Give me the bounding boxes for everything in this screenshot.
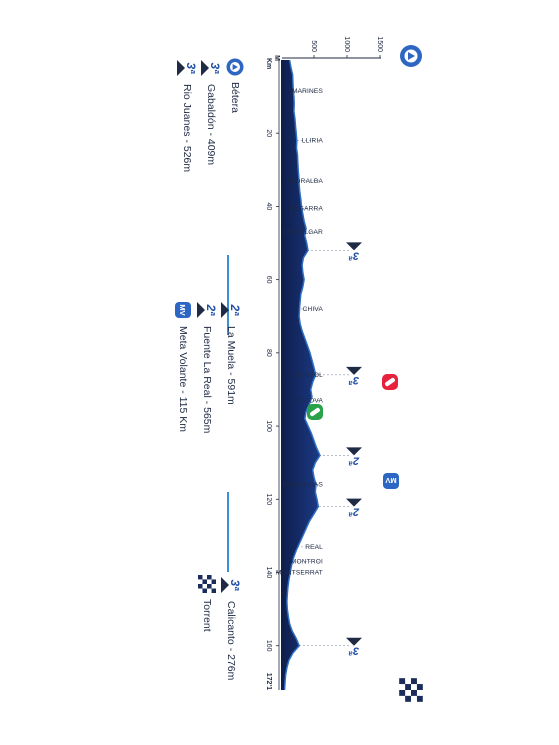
climb-category-badge: 2ª <box>197 300 218 320</box>
climb-marker: 3ª <box>346 637 362 657</box>
climb-category: 3ª <box>348 645 359 657</box>
town-label: LLIRIA <box>302 138 324 145</box>
legend-climb-4: 2ª Fuente La Real - 565m <box>195 300 219 433</box>
x-axis-unit: Km <box>265 58 272 69</box>
x-tick-label: 120 <box>265 493 272 505</box>
climb-name: Rio Juanes - 526m <box>181 84 193 173</box>
x-tick-label: 60 <box>265 276 272 284</box>
mountain-triangle-icon <box>346 447 362 456</box>
x-axis: Km 20 40 60 80 100 120 140 160 172'1 <box>265 58 280 690</box>
legend-climb-1: 3ª Gabaldón - 409m <box>199 58 223 172</box>
climb-name: Gabaldón - 409m <box>205 84 217 166</box>
climb-marker: 2ª <box>346 447 362 466</box>
bottle-icon <box>307 404 323 420</box>
guide-lines <box>290 90 349 647</box>
climb-name: La Muela - 591m <box>225 326 237 405</box>
town-label: MONTROI <box>291 559 323 566</box>
climb-name: Fuente La Real - 565m <box>201 326 213 434</box>
y-tick-label: 1000 <box>343 36 350 52</box>
climb-category: 3ª <box>348 249 359 261</box>
legend-sprint: MV Meta Volante - 115 Km <box>171 300 195 433</box>
climb-marker: 3ª <box>346 242 362 261</box>
climb-category-badge: 3ª <box>221 575 242 595</box>
legend-climb-5: 3ª Calicanto - 276m <box>219 575 243 680</box>
climb-marker: 3ª <box>346 366 362 386</box>
sprint-badge: MV <box>175 302 191 318</box>
legend-separator <box>227 492 229 572</box>
town-label: CHIVA <box>303 306 324 313</box>
x-tick-label: 100 <box>265 420 272 432</box>
mountain-triangle-icon <box>346 498 362 507</box>
x-tick-label: 140 <box>265 567 272 579</box>
town-label: PEDRALBA <box>287 178 324 185</box>
legend-column-finish: 3ª Calicanto - 276m Torrent <box>195 575 243 680</box>
start-icon <box>226 58 244 76</box>
climb-category: 3ª <box>348 374 359 386</box>
town-label: CESTALGAR <box>282 229 323 236</box>
x-tick-label: 80 <box>265 349 272 357</box>
sprint-markers: MV <box>383 472 399 489</box>
climb-name: Calicanto - 276m <box>225 601 237 681</box>
town-label: BUNYOL <box>295 372 323 379</box>
climb-category-badge: 2ª <box>221 300 242 320</box>
y-axis: 1500 1000 500 M <box>273 36 383 61</box>
legend-start: Bétera <box>223 58 247 172</box>
x-tick-label: 160 <box>265 640 272 652</box>
elevation-profile-area <box>281 60 320 690</box>
flag-icon <box>382 374 398 390</box>
legend-column-climbs: 2ª La Muela - 591m 2ª Fuente La Real - 5… <box>171 300 243 433</box>
legend-column-start: Bétera 3ª Gabaldón - 409m 3ª Rio Juanes … <box>175 58 247 172</box>
y-tick-label: 1500 <box>376 36 383 52</box>
mountain-triangle-icon <box>346 242 362 251</box>
town-label: BUGARRA <box>289 205 323 212</box>
climb-category-badge: 3ª <box>201 58 222 78</box>
legend-climb-3: 2ª La Muela - 591m <box>219 300 243 433</box>
x-axis-end-label: 172'1 <box>265 673 272 690</box>
x-tick-label: 40 <box>265 203 272 211</box>
checkered-flag-circle-icon <box>399 678 423 702</box>
climb-category: 2ª <box>348 454 360 466</box>
climb-markers: 3ª 3ª 2ª 2ª 3ª <box>346 242 362 657</box>
climb-category-badge: 3ª <box>177 58 198 78</box>
sprint-badge-label: MV <box>385 476 396 485</box>
town-label: REAL <box>305 544 323 551</box>
finish-town-name: Torrent <box>201 599 213 632</box>
sprint-badge-bg <box>383 472 399 489</box>
mountain-triangle-icon <box>346 637 362 646</box>
start-town-name: Bétera <box>229 82 241 113</box>
town-label: MONTSERRAT <box>276 569 323 576</box>
town-labels: MARINES LLIRIA PEDRALBA BUGARRA CESTALGAR CHI… <box>276 88 323 576</box>
y-axis-unit: M <box>273 55 280 61</box>
y-tick-label: 500 <box>310 40 317 52</box>
sprint-text: Meta Volante - 115 Km <box>177 326 189 433</box>
start-icon <box>400 45 422 67</box>
elevation-profile-edge <box>283 59 321 691</box>
climb-category: 2ª <box>348 506 360 518</box>
climb-marker: 2ª <box>346 498 362 518</box>
town-label: MARINES <box>292 88 323 95</box>
legend-climb-2: 3ª Rio Juanes - 526m <box>175 58 199 172</box>
x-tick-label: 20 <box>265 129 272 137</box>
sprint-marker: MV <box>383 472 399 489</box>
town-label: DOS AGUAS <box>283 482 324 489</box>
town-label: YÁTOVA <box>296 395 323 404</box>
checkered-flag-circle-icon <box>198 575 216 593</box>
mountain-triangle-icon <box>346 366 362 375</box>
legend-finish: Torrent <box>195 575 219 680</box>
